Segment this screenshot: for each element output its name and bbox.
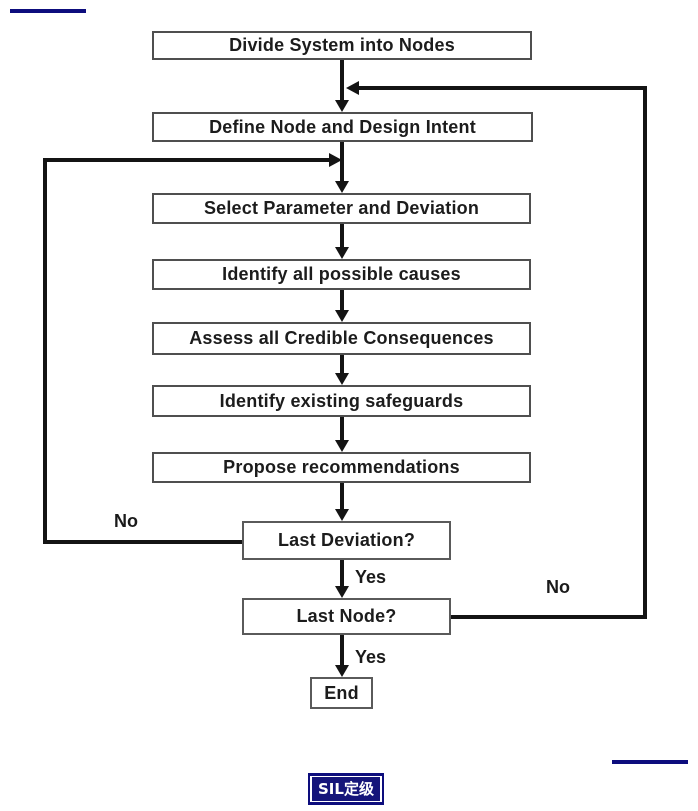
arrow-lastnode-to-end: [335, 635, 349, 677]
arrow-define-to-select: [335, 142, 349, 193]
flow-box-propose-recommendations: Propose recommendations: [152, 452, 531, 483]
flow-box-identify-causes: Identify all possible causes: [152, 259, 531, 290]
flow-box-label: Last Deviation?: [277, 530, 416, 550]
sil-badge-label: SIL定级: [312, 777, 380, 802]
edge-label-yes-last-node: Yes: [355, 647, 387, 667]
top-left-rule: [10, 9, 86, 13]
flow-box-label: Divide System into Nodes: [229, 35, 455, 55]
arrow-assess-to-safeguards: [335, 355, 349, 385]
flow-box-divide-system: Divide System into Nodes: [152, 31, 532, 60]
flow-box-define-node: Define Node and Design Intent: [152, 112, 533, 142]
loop-no-lastdeviation: [43, 153, 342, 544]
flow-box-end: End: [310, 677, 373, 709]
edge-label-no-right: No: [546, 577, 570, 597]
edge-label-no-left: No: [114, 511, 138, 531]
flow-box-label: Define Node and Design Intent: [209, 116, 476, 137]
flow-box-label: Assess all Credible Consequences: [189, 328, 494, 348]
edge-label-yes-last-deviation: Yes: [355, 567, 387, 587]
bottom-right-rule: [612, 760, 688, 764]
sil-badge: SIL定级: [308, 773, 384, 806]
flow-box-last-deviation: Last Deviation?: [242, 521, 451, 560]
flow-box-select-parameter: Select Parameter and Deviation: [152, 193, 531, 224]
flow-box-identify-safeguards: Identify existing safeguards: [152, 385, 531, 417]
arrow-safeguards-to-propose: [335, 417, 349, 452]
flow-box-label: Identify existing safeguards: [219, 390, 464, 411]
arrow-divide-to-define: [335, 60, 349, 112]
flow-box-assess-consequences: Assess all Credible Consequences: [152, 322, 531, 355]
arrow-select-to-causes: [335, 224, 349, 259]
flow-box-label: Last Node?: [296, 606, 397, 626]
loop-no-lastnode: [346, 81, 647, 619]
flow-box-label: Propose recommendations: [223, 457, 460, 477]
arrow-propose-to-lastdeviation: [335, 483, 349, 521]
flow-box-label: Select Parameter and Deviation: [203, 198, 480, 218]
flow-box-label: Identify all possible causes: [222, 264, 461, 284]
arrow-lastdeviation-to-lastnode: [335, 560, 349, 598]
arrow-causes-to-assess: [335, 290, 349, 322]
flow-box-last-node: Last Node?: [242, 598, 451, 635]
flow-box-label: End: [324, 682, 359, 703]
